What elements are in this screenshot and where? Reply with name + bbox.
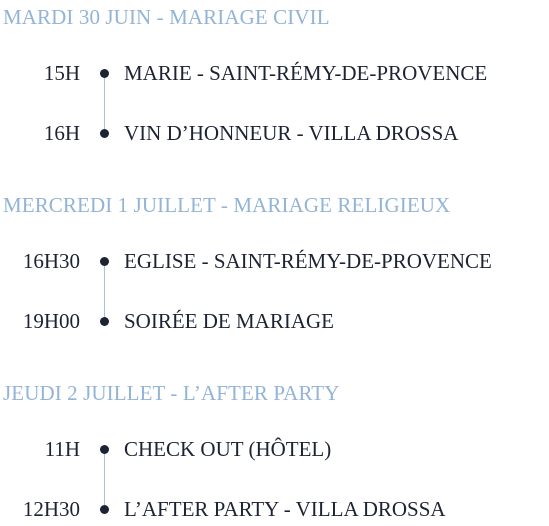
timeline-dot-icon — [100, 505, 109, 514]
day-title: MARDI 30 JUIN - MARIAGE CIVIL — [3, 5, 330, 29]
timeline-dot-icon — [100, 129, 109, 138]
timeline-dot-icon — [100, 317, 109, 326]
event-time: 11H — [44, 437, 80, 461]
day-title: JEUDI 2 JUILLET - L’AFTER PARTY — [3, 381, 340, 405]
event-label: VIN D’HONNEUR - VILLA DROSSA — [124, 121, 459, 145]
event-label: SOIRÉE DE MARIAGE — [124, 309, 334, 333]
event-label: EGLISE - SAINT-RÉMY-DE-PROVENCE — [124, 249, 492, 273]
event-label: L’AFTER PARTY - VILLA DROSSA — [124, 497, 446, 521]
day-title: MERCREDI 1 JUILLET - MARIAGE RELIGIEUX — [3, 193, 451, 217]
timeline-line — [104, 262, 105, 320]
schedule-event: 11H CHECK OUT (HÔTEL) — [0, 435, 549, 463]
timeline-dot-icon — [100, 69, 109, 78]
schedule-event: 15H MARIE - SAINT-RÉMY-DE-PROVENCE — [0, 59, 549, 87]
schedule-event: 12H30 L’AFTER PARTY - VILLA DROSSA — [0, 495, 549, 523]
timeline-line — [104, 74, 105, 132]
schedule-event: 16H30 EGLISE - SAINT-RÉMY-DE-PROVENCE — [0, 247, 549, 275]
event-time: 16H — [43, 121, 80, 145]
event-time: 16H30 — [22, 249, 80, 273]
event-time: 19H00 — [22, 309, 80, 333]
schedule-event: 19H00 SOIRÉE DE MARIAGE — [0, 307, 549, 335]
event-label: CHECK OUT (HÔTEL) — [124, 437, 332, 461]
schedule-event: 16H VIN D’HONNEUR - VILLA DROSSA — [0, 119, 549, 147]
event-time: 12H30 — [22, 497, 80, 521]
event-time: 15H — [43, 61, 80, 85]
timeline-line — [104, 450, 105, 508]
event-label: MARIE - SAINT-RÉMY-DE-PROVENCE — [124, 61, 488, 85]
timeline-dot-icon — [100, 445, 109, 454]
timeline-dot-icon — [100, 257, 109, 266]
